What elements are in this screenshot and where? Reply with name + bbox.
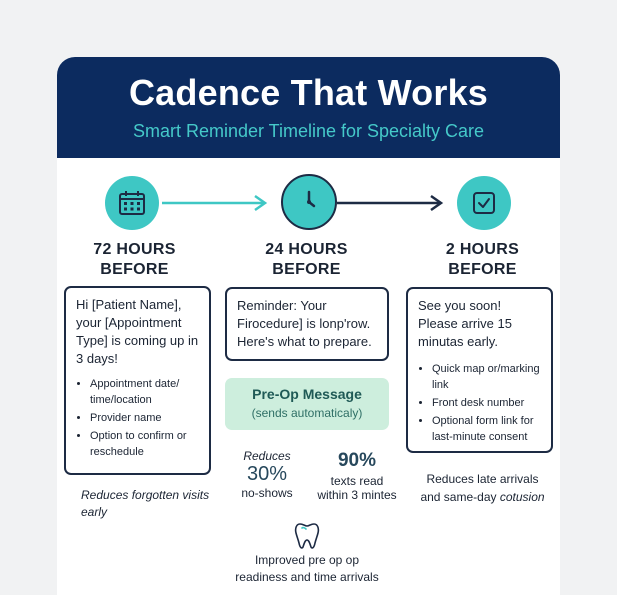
pre-op-subtitle: (sends automaticaly): [251, 406, 363, 420]
page-title: Cadence That Works: [128, 72, 489, 113]
stat-texts-read-bottom: within 3 mintes: [317, 488, 397, 502]
footer-line2: readiness and time arrivals: [235, 570, 379, 584]
stage-72h-message-box: Hi [Patient Name], your [Appointment Typ…: [64, 286, 211, 475]
stage-24h-message-box: Reminder: Your Firocedure] is lonp'row. …: [225, 287, 389, 361]
stage-2h-label: 2 HOURS BEFORE: [410, 240, 555, 280]
pre-op-message-badge: Pre-Op Message (sends automaticaly): [225, 378, 389, 430]
footer-summary: Improved pre op op readiness and time ar…: [207, 552, 407, 586]
stage-2h-icon-circle: [457, 176, 511, 230]
page-subtitle: Smart Reminder Timeline for Specialty Ca…: [132, 121, 485, 141]
stat-texts-read-top: texts read: [330, 474, 384, 488]
header-banner: Cadence That Works Smart Reminder Timeli…: [57, 57, 560, 158]
checkbox-icon: [473, 192, 495, 214]
tooth-icon: [294, 523, 320, 549]
connector-arrow-2: [430, 194, 444, 212]
stage-2h-note: Reduces late arrivals and same-day cotus…: [410, 470, 555, 506]
stage-2h-label-line2: BEFORE: [448, 261, 517, 278]
stage-24h-label-line2: BEFORE: [272, 261, 341, 278]
stage-24h-label: 24 HOURS BEFORE: [234, 240, 379, 280]
connector-arrow-1: [254, 194, 268, 212]
infographic-card: Cadence That Works Smart Reminder Timeli…: [57, 57, 560, 595]
clock-icon: [307, 190, 316, 208]
list-item: Appointment date/ time/location: [90, 376, 199, 408]
pre-op-title: Pre-Op Message: [252, 386, 362, 402]
footer-line1: Improved pre op op: [254, 553, 360, 567]
stat-no-shows-bottom: no-shows: [241, 486, 293, 500]
stage-72h-message: Hi [Patient Name], your [Appointment Typ…: [76, 297, 199, 366]
stage-72h-icon-circle: [105, 176, 159, 230]
calendar-icon: [119, 191, 145, 215]
list-item: Optional form link for last-minute conse…: [432, 413, 541, 445]
stage-72h-note: Reduces forgotten visits early: [81, 488, 210, 519]
stage-2h-label-line1: 2 HOURS: [445, 241, 520, 258]
stage-2h-note-line1: Reduces late arrivals: [426, 472, 539, 486]
stage-24h-label-line1: 24 HOURS: [265, 241, 348, 258]
stage-72h-bullets: Appointment date/ time/location Provider…: [76, 376, 199, 460]
stat-texts-read: 90% texts read within 3 mintes: [312, 450, 402, 502]
list-item: Quick map or/marking link: [432, 361, 541, 393]
timeline-connectors: [162, 194, 444, 212]
stage-24h-message: Reminder: Your Firocedure] is lonp'row. …: [237, 298, 372, 349]
stage-72h-label: 72 HOURS BEFORE: [62, 240, 207, 280]
stage-72h-label-line2: BEFORE: [100, 261, 169, 278]
stat-no-shows: Reduces 30% no-shows: [235, 449, 299, 500]
stat-texts-read-value: 90%: [337, 450, 377, 471]
stage-2h-message: See you soon! Please arrive 15 minutas e…: [418, 298, 512, 349]
stage-2h-note-line2-italic: cotusion: [499, 490, 545, 504]
stage-72h-label-line1: 72 HOURS: [93, 241, 176, 258]
stage-24h-icon-circle: [281, 174, 337, 230]
list-item: Front desk number: [432, 395, 541, 411]
list-item: Option to confirm or reschedule: [90, 428, 199, 460]
stage-2h-message-box: See you soon! Please arrive 15 minutas e…: [406, 287, 553, 453]
stat-no-shows-value: 30%: [246, 463, 288, 485]
stage-2h-note-line2: and same-day cotusion: [410, 488, 555, 506]
stage-2h-note-line2-plain: and same-day: [420, 490, 500, 504]
stage-2h-bullets: Quick map or/marking link Front desk num…: [418, 361, 541, 445]
list-item: Provider name: [90, 410, 199, 426]
stat-no-shows-top: Reduces: [243, 449, 291, 463]
